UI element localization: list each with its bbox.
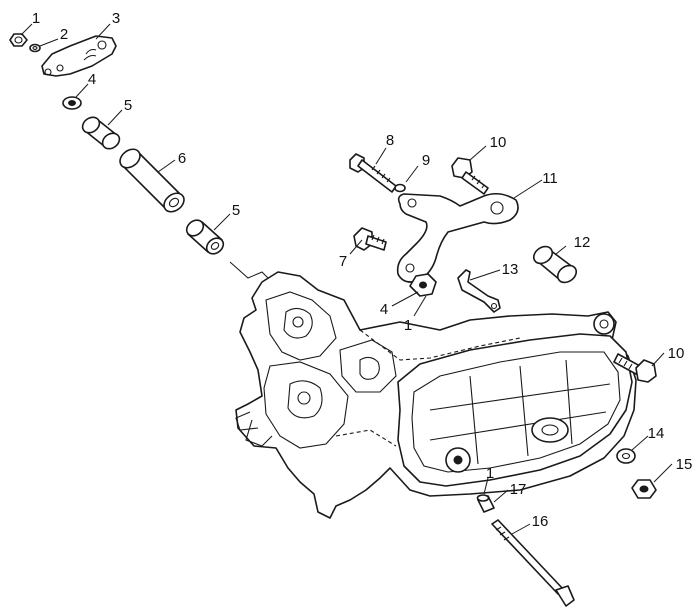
part-bushing-5b [185, 219, 225, 255]
part-bracket-3 [41, 35, 117, 77]
part-dowel-17 [476, 494, 495, 513]
leader-lines [20, 23, 673, 535]
callout-labels: 1 2 3 4 5 6 5 8 9 10 11 7 12 13 4 1 10 1… [32, 10, 693, 530]
callout-1: 1 [32, 10, 40, 27]
part-bushing-12 [532, 245, 578, 284]
part-sleeve-6 [119, 148, 185, 213]
callout-14: 14 [648, 425, 665, 442]
part-washer-14 [616, 448, 636, 464]
part-bolt-10a [451, 157, 489, 195]
callout-1-lower: 1 [486, 465, 494, 482]
callout-10-right: 10 [668, 345, 685, 362]
part-bolt-7 [353, 227, 387, 251]
part-bushing-5a [81, 116, 121, 150]
callout-7: 7 [339, 253, 347, 270]
part-bracket-13 [457, 269, 501, 313]
callout-2: 2 [60, 26, 68, 43]
callout-16: 16 [532, 513, 549, 530]
callout-13: 13 [502, 261, 519, 278]
callout-5: 5 [124, 97, 132, 114]
callout-4: 4 [88, 71, 96, 88]
part-hanger-bracket-11 [396, 192, 519, 283]
part-washer-nut-4 [409, 273, 437, 297]
callout-12: 12 [574, 234, 591, 251]
callout-10: 10 [490, 134, 507, 151]
callout-4-bracket: 4 [380, 301, 388, 318]
part-bolt-10b [613, 353, 657, 383]
callout-8: 8 [386, 132, 394, 149]
part-washer-4 [62, 96, 82, 110]
callout-17: 17 [510, 481, 527, 498]
part-bolt-8 [349, 153, 397, 193]
alignment-line [229, 261, 273, 283]
callout-5-lower: 5 [232, 202, 240, 219]
part-stud-16 [491, 519, 575, 607]
part-nut-15 [631, 479, 657, 499]
part-nut-1 [9, 33, 28, 47]
callout-11: 11 [542, 170, 558, 187]
callout-6: 6 [178, 150, 186, 167]
engine-crankcase [235, 271, 637, 519]
callout-1-bracket: 1 [404, 317, 412, 334]
part-washer-2 [29, 43, 41, 53]
callout-9: 9 [422, 152, 430, 169]
callout-3: 3 [112, 10, 120, 27]
part-oring-9 [394, 183, 406, 193]
callout-15: 15 [676, 456, 693, 473]
